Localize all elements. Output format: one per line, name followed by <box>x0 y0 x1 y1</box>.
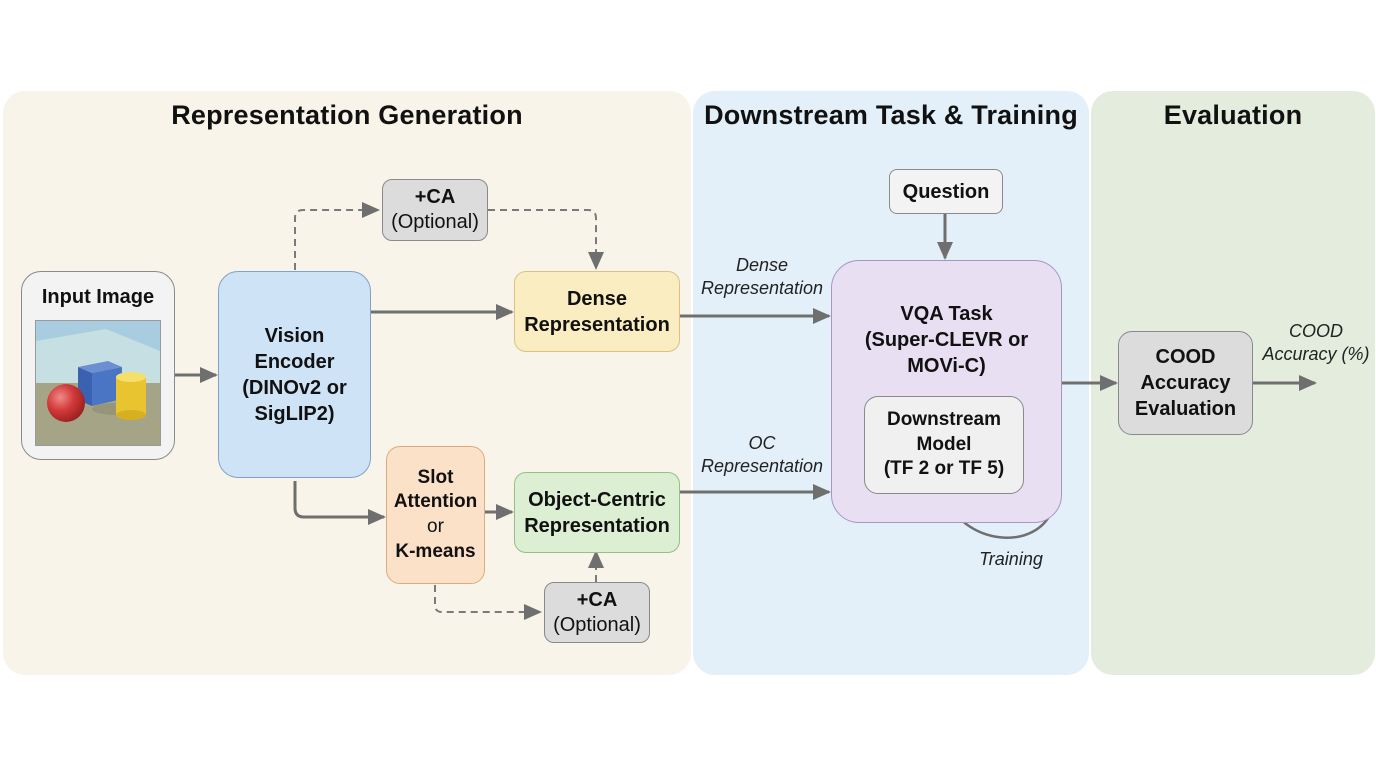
cood-line-2: Accuracy <box>1140 372 1231 394</box>
slot-line-2: Attention <box>393 491 478 513</box>
vision-encoder-line-4: SigLIP2) <box>254 402 335 425</box>
dense-line-2: Representation <box>524 313 670 336</box>
panel-title-evaluation: Evaluation <box>1163 100 1303 130</box>
downstream-line-1: Downstream <box>886 408 1002 430</box>
vision-encoder-line-2: Encoder <box>254 350 335 373</box>
input-image-node: Input Image <box>21 271 175 460</box>
slot-attention-node: Slot Attention or K-means <box>386 446 485 584</box>
panel-title-representation-generation: Representation Generation <box>171 100 523 130</box>
edge-label-output-accuracy: COOD Accuracy (%) <box>1256 320 1376 367</box>
ca-optional-bottom-node: +CA (Optional) <box>544 582 650 643</box>
output-label-line-2: Accuracy (%) <box>1262 344 1370 365</box>
slot-line-4: K-means <box>395 540 476 562</box>
downstream-line-2: Model <box>916 433 972 455</box>
edge-label-dense-line-2: Representation <box>700 278 824 299</box>
input-image-thumbnail <box>35 320 161 446</box>
downstream-line-3: (TF 2 or TF 5) <box>883 458 1005 480</box>
edge-label-oc-line-1: OC <box>748 433 776 453</box>
vision-encoder-line-1: Vision <box>264 324 325 347</box>
ca-optional-top-node: +CA (Optional) <box>382 179 488 241</box>
object-centric-representation-node: Object-Centric Representation <box>514 472 680 553</box>
oc-line-2: Representation <box>524 514 670 537</box>
cood-line-1: COOD <box>1155 346 1216 368</box>
edge-label-oc-representation: OC Representation <box>695 432 829 479</box>
vqa-line-1: VQA Task <box>900 303 993 325</box>
output-label-line-1: COOD <box>1289 321 1343 341</box>
vqa-line-2: (Super-CLEVR or <box>864 329 1029 351</box>
input-image-title: Input Image <box>41 286 155 308</box>
slot-line-3: or <box>427 516 444 537</box>
oc-line-1: Object-Centric <box>528 488 666 511</box>
question-node: Question <box>889 169 1003 214</box>
dense-line-1: Dense <box>566 287 628 310</box>
cood-line-3: Evaluation <box>1134 398 1237 420</box>
red-sphere-shape <box>47 384 85 422</box>
ca-top-subtitle: (Optional) <box>391 211 479 233</box>
dense-representation-node: Dense Representation <box>514 271 680 352</box>
cood-accuracy-evaluation-node: COOD Accuracy Evaluation <box>1118 331 1253 435</box>
vision-encoder-line-3: (DINOv2 or <box>242 376 347 399</box>
ca-bottom-title: +CA <box>576 588 618 611</box>
yellow-cylinder-shape <box>116 372 146 420</box>
panel-title-downstream-task-training: Downstream Task & Training <box>704 100 1078 130</box>
ca-bottom-subtitle: (Optional) <box>553 613 641 636</box>
edge-label-dense-line-1: Dense <box>735 255 789 275</box>
vqa-line-3: MOVi-C) <box>907 355 986 377</box>
downstream-model-node: Downstream Model (TF 2 or TF 5) <box>864 396 1024 494</box>
edge-label-oc-line-2: Representation <box>700 456 824 477</box>
vision-encoder-node: Vision Encoder (DINOv2 or SigLIP2) <box>218 271 371 478</box>
slot-line-1: Slot <box>417 466 454 488</box>
edge-label-training: Training <box>979 549 1043 569</box>
blue-cube-shape <box>78 361 122 373</box>
question-title: Question <box>902 180 990 203</box>
edge-label-dense-representation: Dense Representation <box>695 254 829 301</box>
ca-top-title: +CA <box>414 186 456 208</box>
